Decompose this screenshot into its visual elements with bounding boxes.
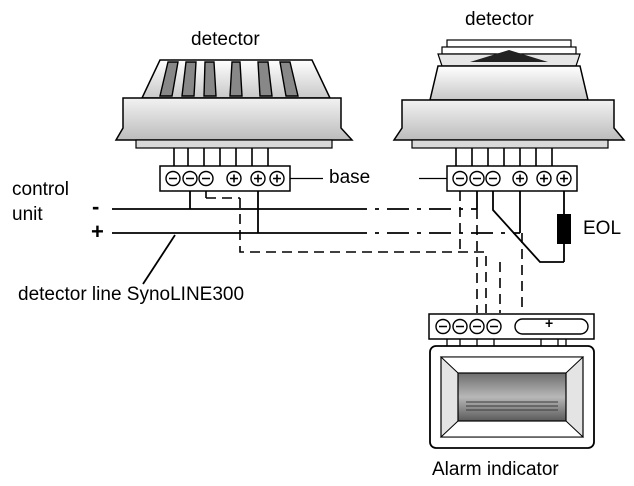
right-base-terminal-block: [446, 165, 578, 192]
alarm-indicator-wires: [205, 191, 523, 313]
minus-symbol: -: [92, 194, 100, 219]
eol-label: EOL: [583, 218, 622, 239]
alarm-indicator-terminal-block: [428, 313, 595, 346]
detector-stubs: [173, 148, 553, 166]
line-continuation: [345, 208, 520, 234]
alarm-plus-symbol: +: [545, 315, 554, 331]
plus-symbol: +: [91, 219, 104, 244]
detector-right-label: detector: [465, 9, 534, 30]
left-detector: [114, 59, 354, 149]
alarm-indicator-housing: [429, 345, 595, 449]
right-detector: [392, 39, 626, 149]
control-unit-label-line2: unit: [12, 204, 43, 225]
detector-line-wires: [112, 191, 565, 285]
left-base-terminal-block: [159, 165, 291, 192]
control-unit-label-line1: control: [12, 179, 70, 200]
eol-resistor: [557, 214, 571, 244]
base-label: base: [329, 167, 371, 188]
detector-left-label: detector: [191, 29, 260, 50]
detector-line-label: detector line SynoLINE300: [18, 284, 245, 305]
alarm-indicator-label: Alarm indicator: [432, 459, 559, 480]
